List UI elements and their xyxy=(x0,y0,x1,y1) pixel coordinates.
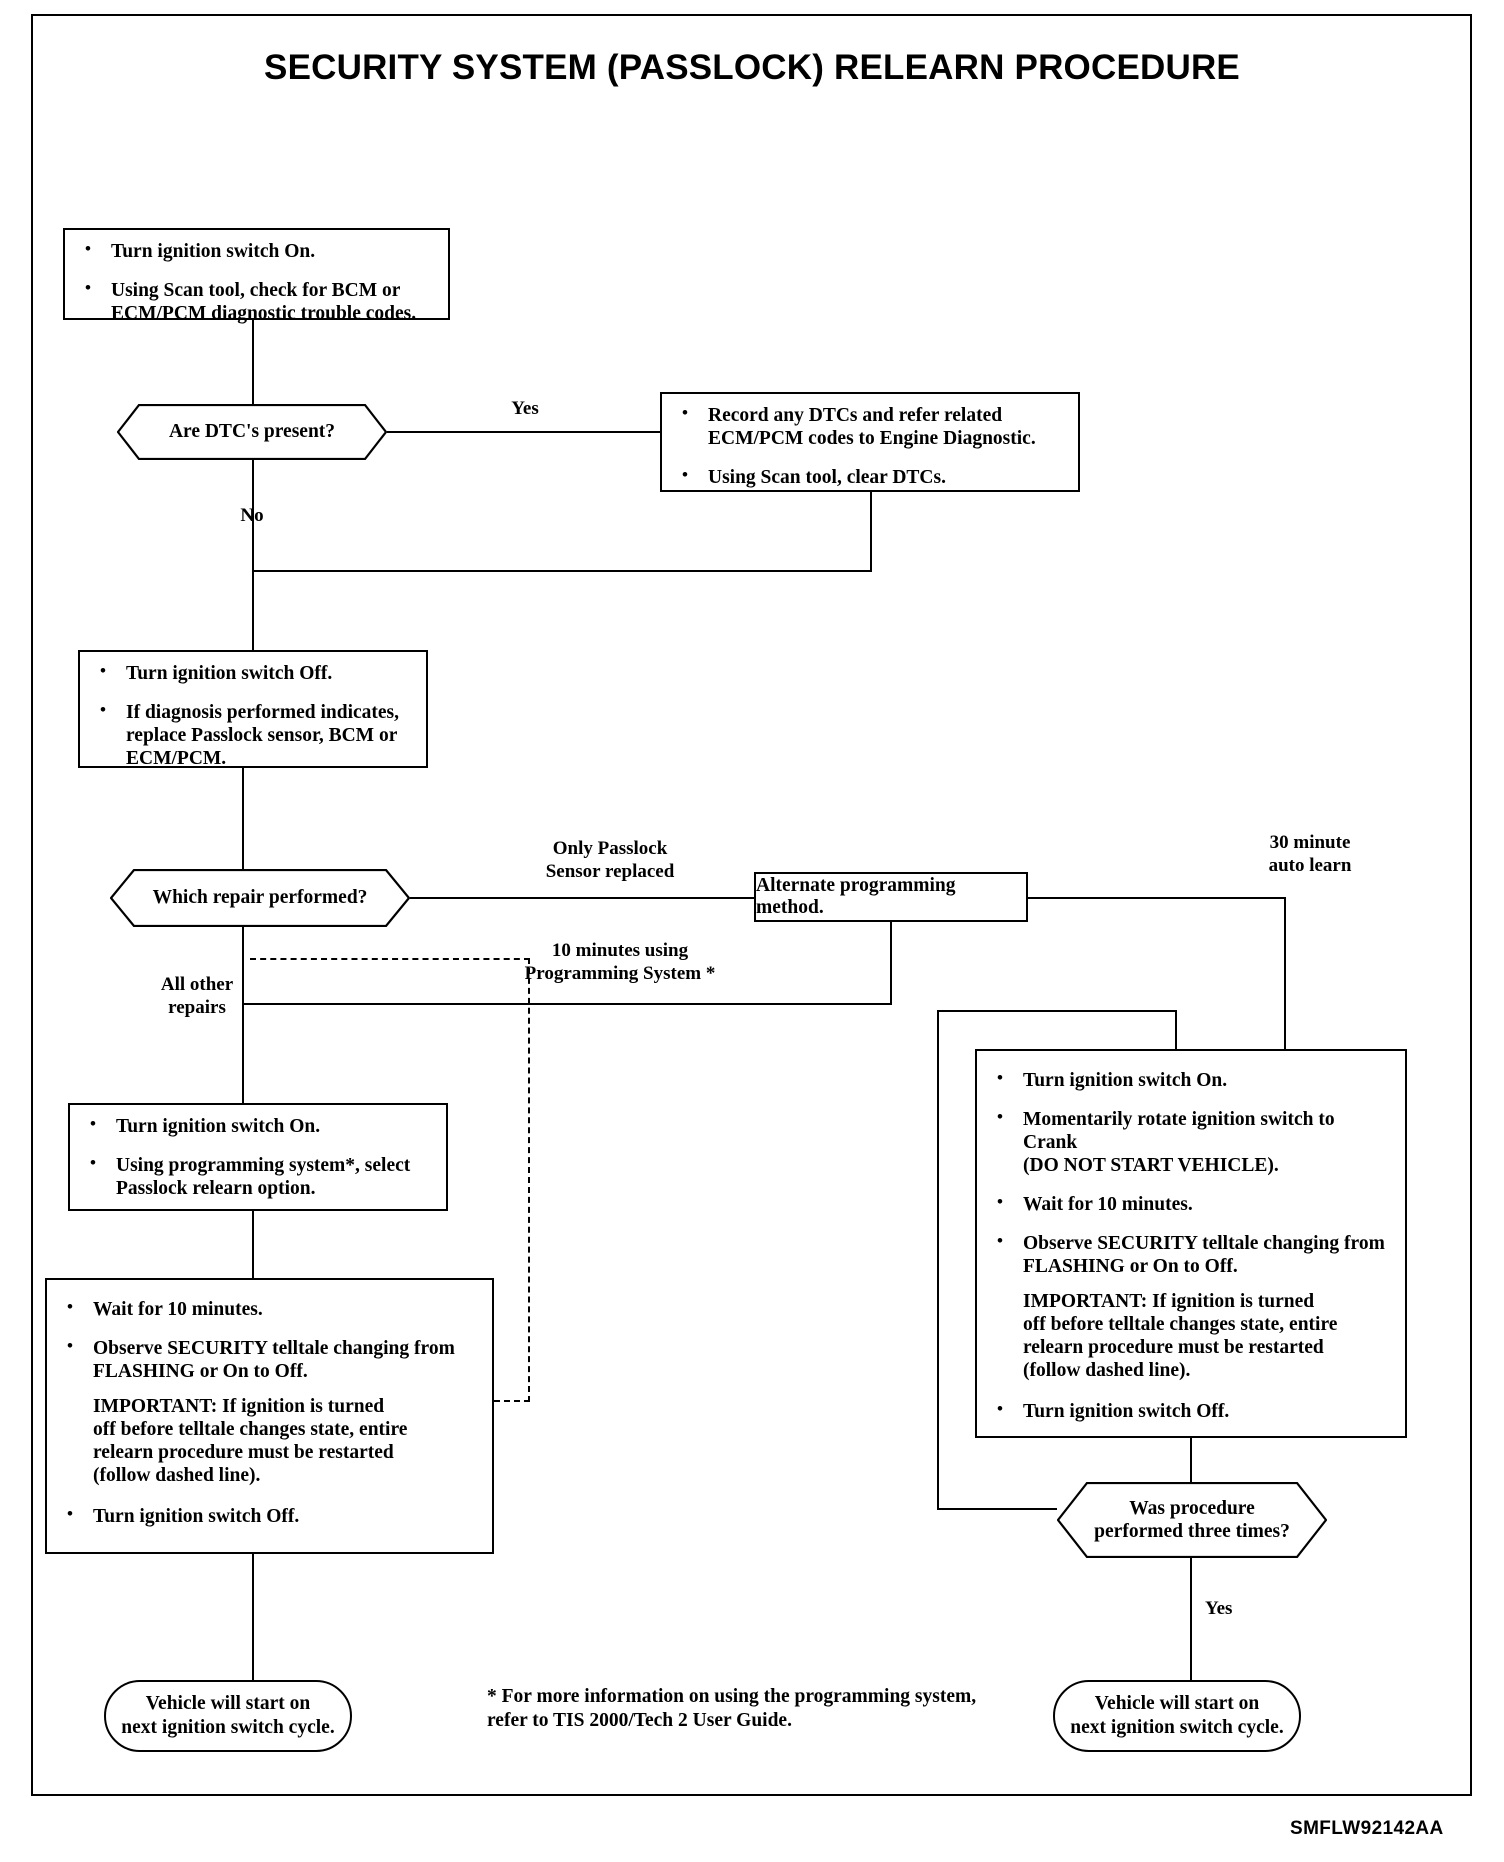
connector-dtc-return-vertical xyxy=(870,492,872,572)
connector-wait-to-end-left xyxy=(252,1554,254,1680)
node-end-left: Vehicle will start on next ignition swit… xyxy=(104,1680,352,1752)
node-label: Alternate programming method. xyxy=(756,875,956,918)
important-label: IMPORTANT: xyxy=(1023,1291,1148,1312)
footnote-programming-system: * For more information on using the prog… xyxy=(487,1686,977,1732)
bullet-item: Wait for 10 minutes. xyxy=(61,1297,480,1321)
edge-label-ten-minutes: 10 minutes using Programming System * xyxy=(524,940,716,984)
bullet-item: Observe SECURITY telltale changing from … xyxy=(991,1231,1393,1278)
hexagon-shape xyxy=(117,404,387,460)
node-record-dtcs: Record any DTCs and refer related ECM/PC… xyxy=(660,392,1080,492)
node-label: Are DTC's present? xyxy=(168,421,336,443)
edge-label-no-dtc: No xyxy=(240,505,264,526)
node-auto-learn-right: Turn ignition switch On. Momentarily rot… xyxy=(975,1049,1407,1438)
node-label: Vehicle will start on next ignition swit… xyxy=(121,1692,335,1738)
bullet-item: Record any DTCs and refer related ECM/PC… xyxy=(676,403,1066,450)
connector-ten-min-down xyxy=(242,927,244,1005)
connector-dtc-yes xyxy=(387,431,660,433)
node-three-times-decision: Was procedure performed three times? xyxy=(1057,1482,1327,1558)
node-start-check: Turn ignition switch On. Using Scan tool… xyxy=(63,228,450,324)
bullet-item: Momentarily rotate ignition switch to Cr… xyxy=(991,1107,1393,1177)
node-dtc-decision: Are DTC's present? xyxy=(117,404,387,460)
connector-all-other-down xyxy=(242,1003,244,1103)
connector-ten-min-up xyxy=(890,922,892,1005)
page-border xyxy=(31,14,1472,1796)
connector-repeat-loop-into-box xyxy=(1175,1010,1177,1049)
connector-ten-min-across xyxy=(242,1003,892,1005)
node-wait-observe-left: Wait for 10 minutes. Observe SECURITY te… xyxy=(45,1278,494,1554)
bullet-item: Using programming system*, select Passlo… xyxy=(84,1153,434,1200)
edge-label-yes-dtc: Yes xyxy=(511,398,539,419)
connector-thirty-min-down xyxy=(1284,897,1286,1089)
bullet-item: Turn ignition switch Off. xyxy=(991,1399,1393,1423)
connector-repeat-loop-top xyxy=(937,1010,1177,1012)
bullet-item: Using Scan tool, clear DTCs. xyxy=(676,465,1066,489)
connector-dtc-return-horizontal xyxy=(252,570,872,572)
dashed-restart-bottom xyxy=(494,1400,530,1402)
hexagon-shape xyxy=(110,869,410,927)
connector-repeat-loop-bottom xyxy=(937,1508,1057,1510)
bullet-item: If diagnosis performed indicates, replac… xyxy=(94,700,414,770)
node-alternate-method: Alternate programming method. xyxy=(754,872,1028,922)
node-end-right: Vehicle will start on next ignition swit… xyxy=(1053,1680,1301,1752)
bullet-item: Turn ignition switch On. xyxy=(79,239,436,263)
document-id: SMFLW92142AA xyxy=(1290,1818,1444,1839)
node-ignition-off: Turn ignition switch Off. If diagnosis p… xyxy=(78,650,428,770)
connector-thirty-min-across xyxy=(1028,897,1286,899)
bullet-item: Wait for 10 minutes. xyxy=(991,1192,1393,1216)
node-label: Which repair performed? xyxy=(152,887,368,909)
important-note: IMPORTANT: If ignition is turned off bef… xyxy=(61,1395,480,1487)
edge-label-thirty-minute: 30 minute auto learn xyxy=(1268,832,1352,876)
connector-ignition-to-repair xyxy=(242,768,244,869)
dashed-restart-top xyxy=(250,958,530,960)
hexagon-shape xyxy=(1057,1482,1327,1558)
connector-programming-to-wait xyxy=(252,1211,254,1278)
bullet-item: Using Scan tool, check for BCM or ECM/PC… xyxy=(79,278,436,325)
bullet-item: Turn ignition switch Off. xyxy=(94,661,414,685)
important-body: If ignition is turned off before telltal… xyxy=(1023,1291,1338,1381)
connector-repeat-loop-vertical xyxy=(937,1010,939,1510)
connector-only-passlock xyxy=(410,897,754,899)
edge-label-yes-three-times: Yes xyxy=(1205,1598,1233,1619)
important-note: IMPORTANT: If ignition is turned off bef… xyxy=(991,1290,1393,1382)
bullet-item: Turn ignition switch Off. xyxy=(61,1504,480,1528)
page-title: SECURITY SYSTEM (PASSLOCK) RELEARN PROCE… xyxy=(264,48,1240,87)
node-label: Was procedure performed three times? xyxy=(1094,1497,1290,1542)
connector-right-to-three-times xyxy=(1190,1438,1192,1482)
connector-dtc-no xyxy=(252,460,254,650)
node-label: Vehicle will start on next ignition swit… xyxy=(1070,1692,1284,1738)
connector-start-to-dtc xyxy=(252,320,254,404)
edge-label-only-passlock: Only Passlock Sensor replaced xyxy=(545,838,675,882)
bullet-item: Observe SECURITY telltale changing from … xyxy=(61,1336,480,1383)
important-label: IMPORTANT: xyxy=(93,1396,218,1417)
edge-label-all-other: All other repairs xyxy=(160,974,234,1018)
bullet-item: Turn ignition switch On. xyxy=(84,1114,434,1138)
connector-three-times-yes xyxy=(1190,1558,1192,1680)
important-body: If ignition is turned off before telltal… xyxy=(93,1396,408,1486)
node-repair-decision: Which repair performed? xyxy=(110,869,410,927)
node-programming-select: Turn ignition switch On. Using programmi… xyxy=(68,1103,448,1211)
dashed-restart-vertical xyxy=(528,958,530,1402)
bullet-item: Turn ignition switch On. xyxy=(991,1068,1393,1092)
